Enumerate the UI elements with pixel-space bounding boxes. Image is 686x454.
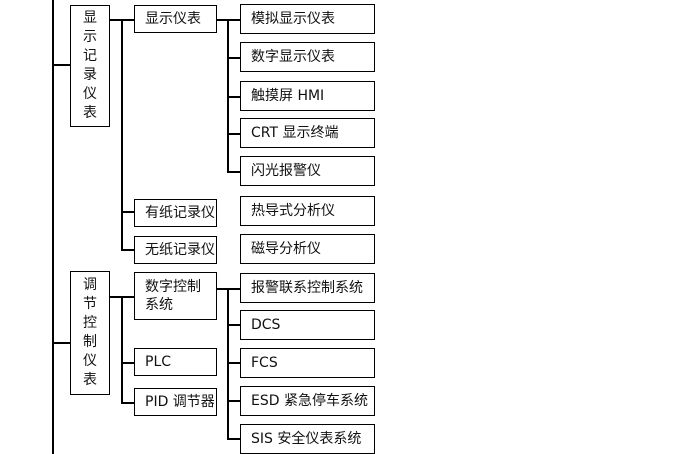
- leaf-item: ESD 紧急停车系统: [240, 386, 375, 416]
- leaf-item: DCS: [240, 310, 375, 340]
- subgroup-label: PID 调节器: [145, 394, 215, 410]
- category-1-branch-line: [121, 19, 123, 250]
- connector-to-leaf: [227, 400, 240, 402]
- subgroup-label: 有纸记录仪: [145, 205, 215, 221]
- connector-branch-to-subgroup: [121, 19, 134, 21]
- connector-subgroup-to-leaf-branch: [217, 288, 228, 290]
- subgroup-paper-recorder: 有纸记录仪: [134, 199, 217, 227]
- category-2-char: 节: [83, 296, 97, 312]
- connector-to-leaf: [227, 324, 240, 326]
- connector-branch-to-subgroup: [121, 402, 134, 404]
- subgroup-label: 显示仪表: [145, 11, 201, 27]
- leaf-item: 报警联系控制系统: [240, 273, 375, 303]
- connector-to-leaf: [227, 19, 240, 21]
- connector-branch-to-subgroup: [121, 296, 134, 298]
- category-1-char: 表: [83, 105, 97, 121]
- connector-to-leaf: [227, 133, 240, 135]
- leaf-item: 磁导分析仪: [240, 234, 375, 264]
- category-2-box: 调 节 控 制 仪 表: [70, 271, 110, 395]
- category-2-char: 制: [83, 334, 97, 350]
- connector-to-leaf: [227, 96, 240, 98]
- connector-subgroup-to-leaf-branch: [217, 19, 228, 21]
- leaf-item: FCS: [240, 348, 375, 378]
- connector-category-1-to-branch: [110, 19, 122, 21]
- leaf-item: 触摸屏 HMI: [240, 81, 375, 111]
- leaf-label: 数字显示仪表: [251, 49, 335, 65]
- connector-branch-to-subgroup: [121, 249, 134, 251]
- subgroup-plc: PLC: [134, 348, 217, 376]
- connector-branch-to-subgroup: [121, 362, 134, 364]
- connector-trunk-to-category-2: [52, 342, 70, 344]
- subgroup-label: 数字控制 系统: [145, 279, 201, 313]
- leaf-label: SIS 安全仪表系统: [251, 431, 362, 447]
- main-trunk-line: [52, 0, 54, 454]
- connector-to-leaf: [227, 288, 240, 290]
- leaf-branch-line: [227, 288, 229, 439]
- leaf-label: 报警联系控制系统: [251, 280, 363, 296]
- subgroup-label: 无纸记录仪: [145, 242, 215, 258]
- leaf-item: 模拟显示仪表: [240, 4, 375, 34]
- leaf-label: 触摸屏 HMI: [251, 88, 325, 104]
- connector-to-leaf: [227, 57, 240, 59]
- category-2-char: 调: [83, 277, 97, 293]
- category-2-char: 表: [83, 372, 97, 388]
- leaf-label: 热导式分析仪: [251, 203, 335, 219]
- leaf-label: CRT 显示终端: [251, 125, 339, 141]
- category-1-box: 显 示 记 录 仪 表: [70, 5, 110, 127]
- category-1-char: 仪: [83, 86, 97, 102]
- leaf-label: DCS: [251, 317, 281, 333]
- leaf-label: ESD 紧急停车系统: [251, 393, 368, 409]
- leaf-item: 闪光报警仪: [240, 156, 375, 186]
- category-1-char: 显: [83, 10, 97, 26]
- category-1-char: 录: [83, 67, 97, 83]
- category-2-branch-line: [121, 296, 123, 403]
- leaf-item: 热导式分析仪: [240, 196, 375, 226]
- subgroup-pid-controller: PID 调节器: [134, 388, 217, 416]
- category-1-char: 记: [83, 48, 97, 64]
- subgroup-label: PLC: [145, 354, 172, 370]
- connector-to-leaf: [227, 362, 240, 364]
- subgroup-display-instruments: 显示仪表: [134, 5, 217, 33]
- category-2-char: 仪: [83, 353, 97, 369]
- category-1-char: 示: [83, 29, 97, 45]
- leaf-label: FCS: [251, 355, 278, 371]
- subgroup-paperless-recorder: 无纸记录仪: [134, 236, 217, 264]
- connector-branch-to-subgroup: [121, 211, 134, 213]
- leaf-item: CRT 显示终端: [240, 118, 375, 148]
- leaf-label: 闪光报警仪: [251, 163, 321, 179]
- subgroup-digital-control-system: 数字控制 系统: [134, 272, 217, 320]
- connector-to-leaf: [227, 438, 240, 440]
- connector-category-2-to-branch: [110, 296, 122, 298]
- category-2-char: 控: [83, 315, 97, 331]
- leaf-label: 模拟显示仪表: [251, 11, 335, 27]
- leaf-item: 数字显示仪表: [240, 42, 375, 72]
- connector-to-leaf: [227, 171, 240, 173]
- connector-trunk-to-category-1: [52, 64, 70, 66]
- leaf-item: SIS 安全仪表系统: [240, 424, 375, 454]
- leaf-branch-line: [227, 19, 229, 172]
- leaf-label: 磁导分析仪: [251, 241, 321, 257]
